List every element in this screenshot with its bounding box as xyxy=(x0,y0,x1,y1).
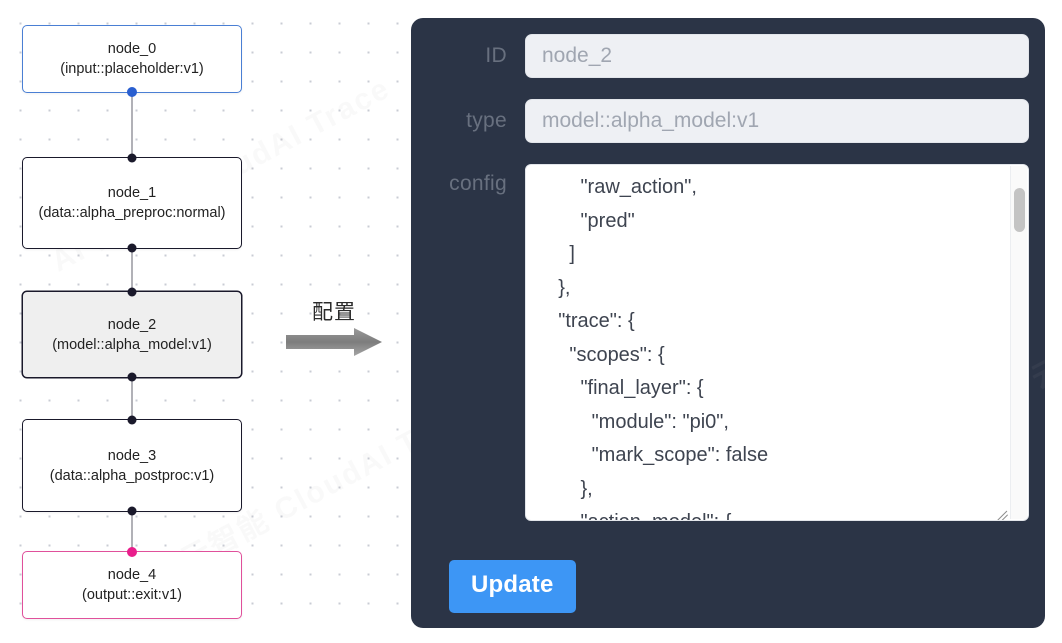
node-title: node_2 xyxy=(107,316,157,333)
node-handle-source[interactable] xyxy=(127,372,137,382)
config-textarea[interactable]: "raw_action", "pred" ] }, "trace": { "sc… xyxy=(525,164,1029,521)
edge-node0-node1 xyxy=(131,93,133,157)
graph-node-node_2[interactable]: node_2 (model::alpha_model:v1) xyxy=(22,287,242,382)
config-scrollbar[interactable] xyxy=(1010,166,1027,519)
graph-node-node_3[interactable]: node_3 (data::alpha_postproc:v1) xyxy=(22,415,242,516)
edge-node2-node3 xyxy=(131,378,133,419)
flow-canvas[interactable]: AI 云智能 CloudAI Trace AI 云智能 CloudAI Trac… xyxy=(0,0,1062,628)
node-title: node_3 xyxy=(107,447,157,464)
field-row-config: config "raw_action", "pred" ] }, "trace"… xyxy=(427,164,1029,521)
node-handle-target[interactable] xyxy=(127,153,137,163)
graph-node-node_1[interactable]: node_1 (data::alpha_preproc:normal) xyxy=(22,153,242,253)
edge-node3-node4 xyxy=(131,512,133,551)
config-annotation: 配置 xyxy=(286,296,386,367)
node-config-panel: AI 云智能 CloudAI Trace AI 云智能 CloudAI Trac… xyxy=(411,18,1045,628)
node-handle-target[interactable] xyxy=(127,547,137,557)
node-subtitle: (input::placeholder:v1) xyxy=(60,61,204,77)
node-title: node_1 xyxy=(107,185,157,201)
node-handle-source[interactable] xyxy=(127,506,137,516)
arrow-right-icon xyxy=(286,328,382,356)
annotation-label: 配置 xyxy=(312,300,356,324)
node-subtitle: (output::exit:v1) xyxy=(82,587,182,603)
resize-handle-icon[interactable] xyxy=(993,503,1010,520)
node-title: node_0 xyxy=(107,41,157,57)
node-title: node_4 xyxy=(107,567,157,583)
graph-node-node_0[interactable]: node_0 (input::placeholder:v1) xyxy=(22,25,242,97)
config-scrollbar-thumb[interactable] xyxy=(1014,188,1025,232)
node-subtitle: (data::alpha_postproc:v1) xyxy=(49,467,215,484)
graph-node-node_4[interactable]: node_4 (output::exit:v1) xyxy=(22,547,242,619)
type-label: type xyxy=(466,109,507,132)
node-handle-target[interactable] xyxy=(127,415,137,425)
node-subtitle: (data::alpha_preproc:normal) xyxy=(38,205,226,221)
node-handle-source[interactable] xyxy=(127,87,137,97)
type-input[interactable]: model::alpha_model:v1 xyxy=(525,99,1029,143)
id-input[interactable]: node_2 xyxy=(525,34,1029,78)
edge-node1-node2 xyxy=(131,249,133,291)
node-subtitle: (model::alpha_model:v1) xyxy=(52,336,212,353)
node-handle-source[interactable] xyxy=(127,243,137,253)
field-row-type: type model::alpha_model:v1 xyxy=(427,99,1029,143)
node-handle-target[interactable] xyxy=(127,287,137,297)
config-textarea-value[interactable]: "raw_action", "pred" ] }, "trace": { "sc… xyxy=(558,176,769,520)
id-label: ID xyxy=(485,44,507,67)
update-button[interactable]: Update xyxy=(449,560,576,613)
field-row-id: ID node_2 xyxy=(427,34,1029,78)
config-label: config xyxy=(449,172,507,195)
